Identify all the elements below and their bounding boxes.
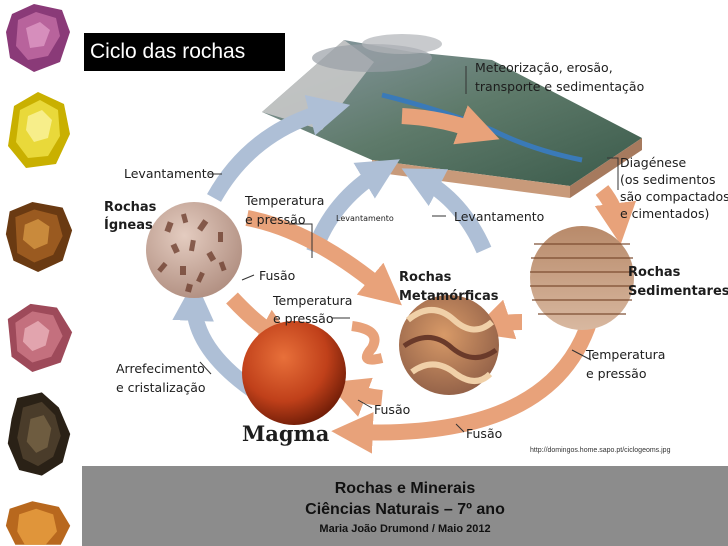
brown-mineral-image: [4, 196, 74, 276]
temp-pressure-right-line2: e pressão: [586, 366, 647, 381]
yellow-mineral-image: [4, 86, 74, 172]
temp-pressure-right-line1: Temperatura: [585, 347, 665, 362]
diagenesis-label-line2: (os sedimentos: [620, 172, 715, 187]
orange-mineral-image: [4, 498, 74, 546]
fusion-label-left: Fusão: [259, 268, 295, 283]
uplift-label-center: Levantamento: [336, 214, 394, 223]
igneous-rocks-label-line1: Rochas: [104, 200, 157, 215]
weathering-label-line2: transporte e sedimentação: [475, 79, 644, 94]
image-source-url: http://domingos.home.sapo.pt/ciclogeoms.…: [530, 447, 671, 454]
dark-mineral-image: [4, 388, 74, 480]
fusion-label-center: Fusão: [374, 402, 410, 417]
sedimentary-rock-circle: [530, 226, 634, 330]
footer-author-date: Maria João Drumond / Maio 2012: [82, 523, 728, 535]
footer-course: Ciências Naturais – 7º ano: [82, 501, 728, 519]
footer-subject: Rochas e Minerais: [82, 480, 728, 498]
magma-circle: [242, 321, 346, 425]
sedimentary-rocks-label-line1: Rochas: [628, 265, 681, 280]
sedimentary-rocks-label-line2: Sedimentares: [628, 284, 728, 299]
slide-footer: Rochas e Minerais Ciências Naturais – 7º…: [82, 466, 728, 546]
mineral-photo-strip: [0, 0, 82, 546]
igneous-rock-circle: [146, 202, 242, 298]
temp-pressure-mid-line1: Temperatura: [272, 293, 352, 308]
diagenesis-label-line3: são compactados: [620, 189, 728, 204]
metamorphic-rock-circle: [399, 295, 499, 395]
purple-mineral-image: [4, 2, 74, 74]
temp-pressure-mid-line2: e pressão: [273, 311, 334, 326]
uplift-arrow-left: [214, 110, 330, 198]
metamorphic-rocks-label-line1: Rochas: [399, 270, 452, 285]
uplift-label-right: Levantamento: [454, 209, 544, 224]
slide-title: Ciclo das rochas: [84, 33, 285, 71]
temp-pressure-top-line1: Temperatura: [244, 193, 324, 208]
temp-pressure-top-line2: e pressão: [245, 212, 306, 227]
magma-label: Magma: [242, 421, 330, 446]
metamorphic-rocks-label-line2: Metamórficas: [399, 289, 499, 304]
fusion-label-bottom: Fusão: [466, 426, 502, 441]
diagenesis-arrow: [602, 190, 618, 224]
pink-mineral-image: [4, 296, 74, 376]
cooling-label-line1: Arrefecimento: [116, 361, 205, 376]
cooling-label-line2: e cristalização: [116, 380, 206, 395]
uplift-label-left: Levantamento: [124, 166, 214, 181]
diagenesis-label-line1: Diagénese: [620, 155, 687, 170]
diagenesis-label-line4: e cimentados): [620, 206, 709, 221]
metamorphic-to-magma-arrow: [346, 390, 382, 398]
weathering-label-line1: Meteorização, erosão,: [475, 60, 613, 75]
igneous-rocks-label-line2: Ígneas: [104, 217, 153, 233]
magma-metamorphism-arrow: [352, 326, 382, 360]
